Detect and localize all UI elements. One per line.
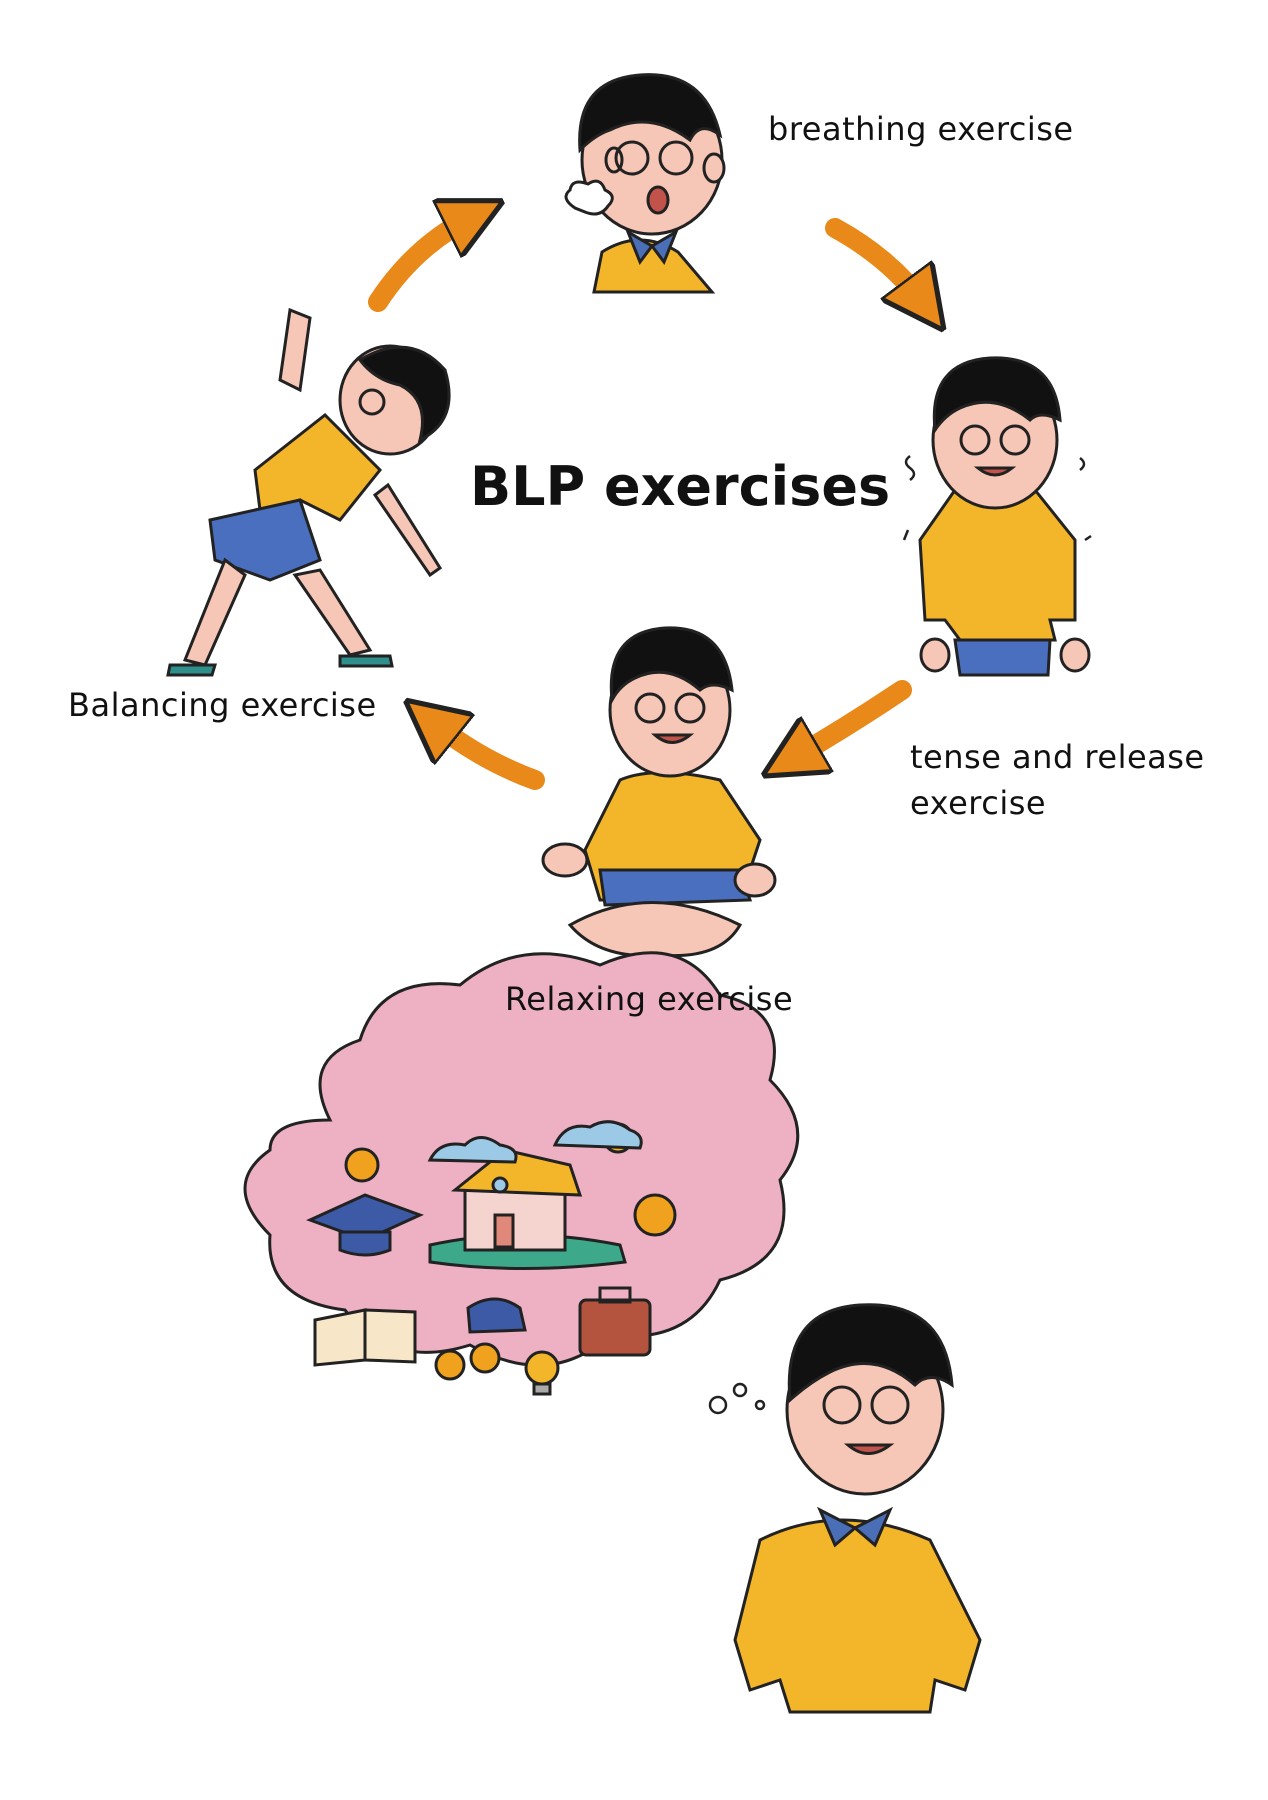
label-tense-release-line1: tense and release	[910, 738, 1205, 776]
figure-thinking	[733, 1303, 982, 1714]
coin-icon	[344, 1147, 380, 1183]
thought-cloud	[243, 951, 800, 1396]
sun-icon	[552, 1120, 643, 1154]
coin-icon	[633, 1193, 677, 1237]
arrow-breathing-to-tense	[825, 218, 925, 305]
arrow-relaxing-to-balancing	[430, 720, 545, 790]
shiver-lines-icon	[902, 455, 1092, 542]
coin-icon	[469, 1342, 501, 1374]
label-relaxing-exercise: Relaxing exercise	[505, 980, 794, 1018]
figure-balancing	[166, 307, 451, 677]
figure-tense-release	[902, 356, 1092, 677]
diagram-title: BLP exercises	[470, 455, 891, 518]
label-balancing-exercise: Balancing exercise	[68, 686, 377, 724]
figure-relaxing	[541, 626, 777, 958]
label-tense-release-line2: exercise	[910, 784, 1047, 822]
arrow-tense-to-relaxing	[790, 680, 912, 760]
thought-dots	[708, 1382, 766, 1415]
lightbulb-icon	[524, 1350, 560, 1396]
hat-icon	[466, 1297, 527, 1334]
house-icon	[428, 1148, 627, 1270]
breath-puff-icon	[564, 179, 614, 216]
coin-icon	[434, 1349, 466, 1381]
label-breathing-exercise: breathing exercise	[768, 110, 1074, 148]
briefcase-icon	[578, 1286, 652, 1357]
book-icon	[313, 1308, 417, 1367]
cycle-arrows	[368, 215, 925, 790]
figure-breathing	[564, 73, 726, 294]
arrow-balancing-to-breathing	[368, 215, 475, 312]
cloud-icon	[427, 1136, 518, 1164]
